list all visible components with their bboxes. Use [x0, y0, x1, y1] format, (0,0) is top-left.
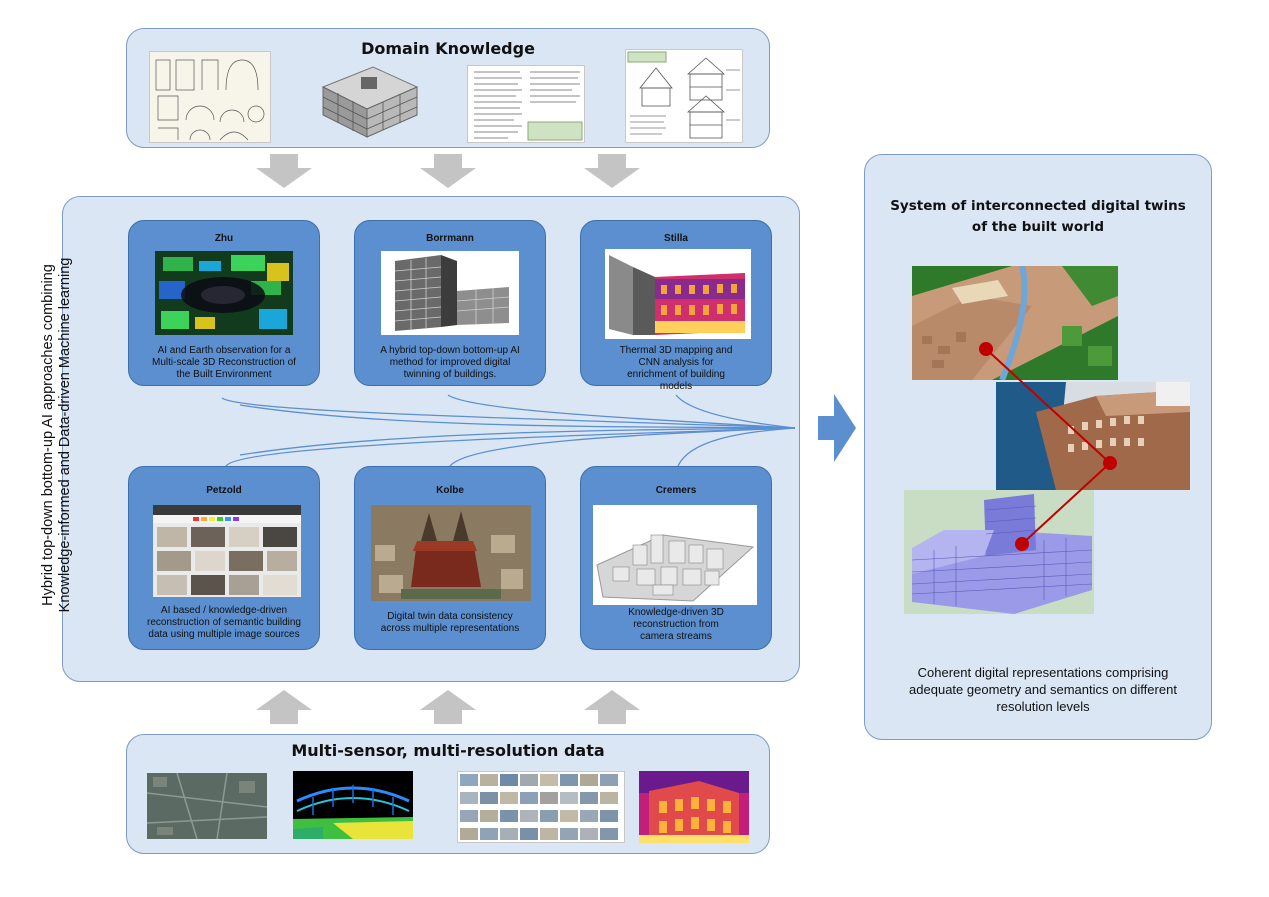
desc-line: Thermal 3D mapping and — [619, 345, 733, 356]
arrow-right-icon — [818, 394, 856, 462]
arrow-down-icon — [584, 154, 640, 188]
digital-twins-title: System of interconnected digital twins o… — [874, 196, 1202, 238]
card-description: Knowledge-driven 3D reconstruction from … — [587, 607, 765, 643]
link-node-icon — [979, 342, 993, 356]
thermal-image — [639, 771, 749, 843]
staircase-drawings-image — [149, 51, 271, 143]
desc-line: models — [659, 381, 693, 392]
card-description: Thermal 3D mapping and CNN analysis for … — [587, 345, 765, 393]
city-model-image — [912, 266, 1118, 380]
card-title: Borrmann — [426, 233, 474, 244]
sensor-data-panel: Multi-sensor, multi-resolution data — [126, 734, 770, 854]
link-node-icon — [1103, 456, 1117, 470]
card-description: AI and Earth observation for a Multi-sca… — [135, 345, 313, 381]
desc-line: Multi-scale 3D Reconstruction of — [152, 357, 296, 368]
street-photo-grid-image — [457, 771, 625, 843]
card-title: Petzold — [206, 485, 242, 496]
borrmann-building-model-image — [381, 251, 519, 335]
guideline-document-image — [467, 65, 585, 143]
desc-line: CNN analysis for — [638, 357, 714, 368]
title-line: of the built world — [971, 219, 1105, 235]
aerial-photo-image — [147, 773, 267, 839]
digital-twins-caption: Coherent digital representations compris… — [874, 664, 1212, 715]
desc-line: reconstruction of semantic building — [147, 617, 301, 628]
cremers-3d-reconstruction-image — [593, 505, 757, 605]
domain-knowledge-title: Domain Knowledge — [361, 39, 535, 58]
caption-line: adequate geometry and semantics on diffe… — [909, 682, 1177, 697]
arrow-up-icon — [420, 690, 476, 724]
desc-line: across multiple representations — [380, 623, 520, 634]
desc-line: Digital twin data consistency — [387, 611, 513, 622]
kolbe-city-model-image — [371, 505, 531, 601]
stilla-thermal-building-image — [605, 249, 751, 339]
zhu-remote-sensing-image — [155, 251, 293, 335]
card-title: Kolbe — [436, 485, 464, 496]
arrow-up-icon — [256, 690, 312, 724]
arrow-down-icon — [420, 154, 476, 188]
card-title: Zhu — [214, 233, 234, 244]
card-kolbe: Kolbe Digital twin data consistency acro… — [354, 466, 546, 650]
desc-line: camera streams — [640, 631, 712, 642]
desc-line: reconstruction from — [633, 619, 719, 630]
desc-line: twinning of buildings. — [403, 369, 497, 380]
domain-knowledge-panel: Domain Knowledge — [126, 28, 770, 148]
arrow-up-icon — [584, 690, 640, 724]
desc-line: AI based / knowledge-driven — [160, 605, 288, 616]
building-frame-image — [313, 47, 423, 143]
desc-line: Knowledge-driven 3D — [628, 607, 724, 618]
link-node-icon — [1015, 537, 1029, 551]
sensor-data-title: Multi-sensor, multi-resolution data — [291, 741, 605, 760]
bim-building-model-image — [904, 490, 1094, 614]
petzold-image-gallery — [153, 505, 301, 597]
desc-line: A hybrid top-down bottom-up AI — [380, 345, 520, 356]
waterfront-render-image — [996, 382, 1190, 490]
house-diagrams-image — [625, 49, 743, 143]
desc-line: enrichment of building — [627, 369, 725, 380]
card-cremers: Cremers Knowledge-driven 3D reconstructi… — [580, 466, 772, 650]
desc-line: method for improved digital — [389, 357, 511, 368]
card-description: AI based / knowledge-driven reconstructi… — [135, 605, 313, 641]
desc-line: data using multiple image sources — [148, 629, 300, 640]
card-petzold: Petzold AI based / knowledge-driven reco… — [128, 466, 320, 650]
lidar-point-cloud-image — [293, 771, 413, 839]
card-zhu: Zhu AI and Earth observation for a Multi… — [128, 220, 320, 386]
caption-line: resolution levels — [996, 699, 1090, 714]
card-stilla: Stilla Thermal 3D mapping and CNN analys… — [580, 220, 772, 392]
desc-line: AI and Earth observation for a — [157, 345, 291, 356]
card-description: Digital twin data consistency across mul… — [361, 611, 539, 635]
title-line: System of interconnected digital twins — [890, 198, 1186, 214]
arrow-down-icon — [256, 154, 312, 188]
card-borrmann: Borrmann A hybrid top-down bottom-up AI … — [354, 220, 546, 386]
card-title: Cremers — [655, 485, 697, 496]
card-description: A hybrid top-down bottom-up AI method fo… — [361, 345, 539, 381]
desc-line: the Built Environment — [176, 369, 272, 380]
card-title: Stilla — [664, 233, 688, 244]
caption-line: Coherent digital representations compris… — [917, 665, 1169, 680]
